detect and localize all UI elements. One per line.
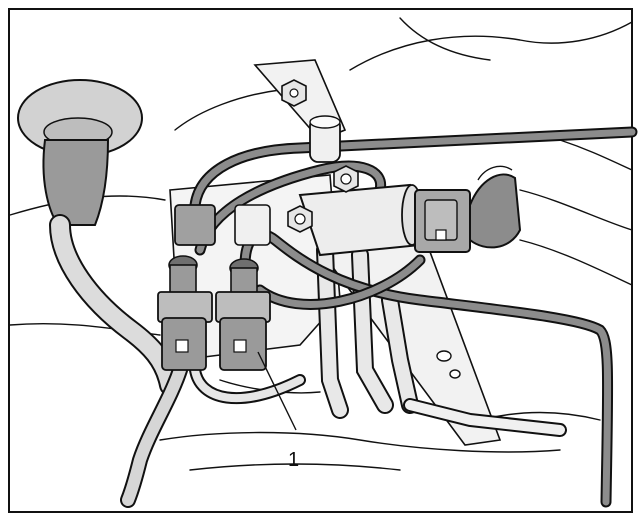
body-panel-lines — [9, 17, 633, 471]
electrical-connector-right — [215, 291, 271, 371]
vacuum-hose-right — [239, 228, 614, 508]
electrical-connector-left — [157, 291, 213, 371]
wiring-harness — [120, 362, 306, 508]
hose-clip — [309, 115, 341, 163]
mounting-nut-top — [281, 79, 307, 107]
sensor-connector-upper — [174, 204, 271, 246]
valve-nut-right — [333, 165, 359, 193]
valve-nut-left — [287, 205, 313, 233]
callout-1: 1 — [257, 351, 299, 471]
solenoid-valve — [298, 165, 522, 257]
callout-label: 1 — [288, 449, 299, 471]
hose-nipples — [168, 255, 259, 295]
callout-leader-line — [257, 351, 297, 431]
vacuum-hose-top — [189, 126, 638, 211]
